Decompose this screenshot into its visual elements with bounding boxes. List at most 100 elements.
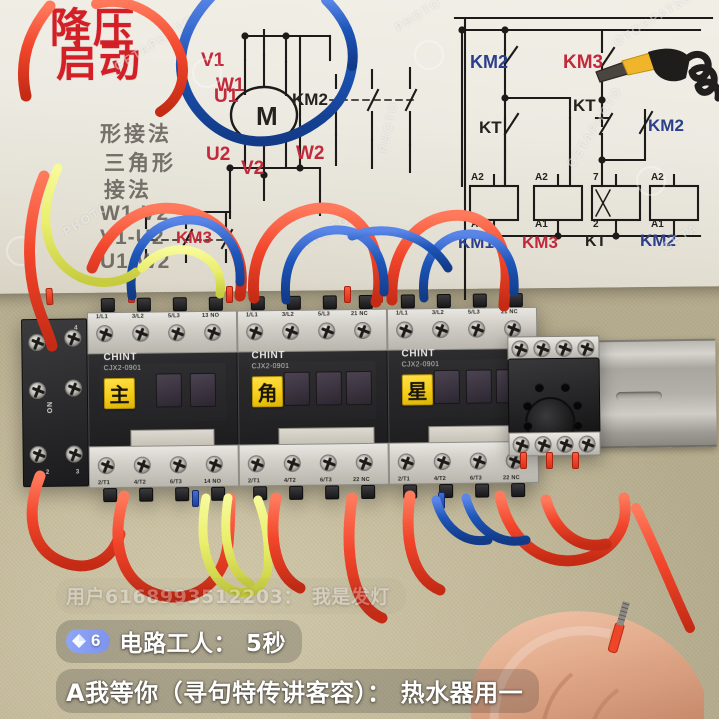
aux-screw-0[interactable] [28,333,46,352]
chat-body-2: 热水器用一 [400,679,524,707]
watermark-ring-3 [6,236,36,266]
screw-star-t0[interactable] [396,321,414,339]
term-main-t2: 5/L3 [167,313,181,320]
screw-delta-b0[interactable] [247,455,265,473]
contactor-star-brand: CHINT [401,348,436,360]
aux-screw-2[interactable] [28,381,46,400]
contactor-main-bottom-terminals[interactable]: 2/T1 4/T2 6/T3 14 NO [88,444,240,489]
aux-mark-1: 1 [44,325,48,332]
screw-star-t3[interactable] [504,320,522,338]
contactor-delta-top-terminals[interactable]: 1/L1 3/L2 5/L3 21 NC [236,308,388,353]
human-hand [470,601,704,719]
contactor-main-top-terminals[interactable]: 1/L1 3/L2 5/L3 13 NO [86,310,238,355]
screw-main-t0[interactable] [96,325,114,343]
chat-body-0: 我是发灯 [311,586,390,608]
screw-delta-t0[interactable] [246,323,264,341]
aux-label-no-top: NO [44,331,52,345]
term-main-t0: 1/L1 [95,314,109,321]
term-delta-t0: 1/L1 [245,312,259,319]
hand-palm [470,611,704,719]
chat-message-gift[interactable]: 6 电路工人： 5秒 [56,620,302,663]
handwritten-note-1: 三角形 [104,151,176,175]
screw-star-t1[interactable] [432,320,450,339]
ferrule-7 [520,452,527,469]
din-rail-slot-1 [615,391,663,402]
contactor-delta-jaw-b0 [253,486,268,501]
contactor-star-jaw-b3 [511,483,526,498]
handwritten-note-3: W1-V2 [100,202,170,225]
contactor-delta-jaw-b3 [361,484,376,500]
screw-delta-b3[interactable] [355,453,373,472]
term-star-t2: 5/L3 [467,309,481,316]
contactor-main-tag: 主 [103,377,136,410]
ferrule-8 [546,452,553,469]
aux-screw-4[interactable] [29,445,47,464]
aux-screw-5[interactable] [65,445,83,463]
contactor-star-jaw-t0 [400,294,415,309]
relay-screw-b0[interactable] [512,436,530,454]
contactor-delta-bottom-terminals[interactable]: 2/T1 4/T2 6/T3 22 NC [238,442,390,487]
contactor-delta-jaw-b1 [289,485,304,500]
aux-screw-1[interactable] [64,329,82,347]
contactor-star-tag: 星 [401,374,434,406]
contactor-main-jaw-t1 [136,297,151,312]
handwritten-note-2: 接法 [104,178,152,202]
screw-delta-t2[interactable] [318,322,336,340]
chat-body-1: 5秒 [245,631,286,657]
contactor-delta-jaw-t1 [286,295,301,310]
chat-message-faded[interactable]: 用户6168993512203： 我是发灯 [56,578,406,614]
screw-main-b0[interactable] [97,457,115,475]
contactor-main[interactable]: 1/L1 3/L2 5/L3 13 NO CHINT CJX2-0901 主 [86,293,240,507]
ferrule-0 [45,287,54,306]
screw-main-b1[interactable] [133,456,151,474]
relay-socket[interactable] [507,335,601,457]
hand-crease-0 [542,672,574,719]
relay-screw-b1[interactable] [534,436,552,454]
screw-main-t3[interactable] [204,323,222,341]
term-delta-t2: 5/L3 [317,311,331,318]
auxiliary-contact-block[interactable]: NO NO 1 4 2 3 [21,318,90,488]
term-main-b2: 6/T3 [169,479,183,486]
screw-main-t1[interactable] [132,324,150,342]
contactor-assembly[interactable]: NO NO 1 4 2 3 1/L1 3/L2 5/L3 13 NO [21,289,544,507]
term-star-t3: 21 NC [500,309,518,316]
contactor-delta[interactable]: 1/L1 3/L2 5/L3 21 NC CHINT CJX2-0901 角 [236,291,390,505]
screwdriver-probe[interactable] [594,44,719,154]
contactor-star-window-1 [465,369,493,404]
screw-star-b0[interactable] [397,453,415,471]
relay-screw-b2[interactable] [556,435,574,453]
screw-main-t2[interactable] [168,324,186,342]
screw-delta-b2[interactable] [319,454,337,472]
contactor-star-window-0 [433,369,461,405]
screw-star-b2[interactable] [469,452,487,470]
chat-message-bottom[interactable]: A我等你（寻句特传讲客容）： 热水器用一 [56,669,540,713]
relay-screw-b3[interactable] [578,435,596,453]
aux-label-no-bottom: NO [45,401,53,415]
term-delta-t1: 3/L2 [281,311,295,318]
screw-main-b3[interactable] [205,455,223,473]
term-main-t3: 13 NO [201,312,220,319]
term-star-b0: 2/T1 [397,476,411,483]
relay-screw-t0[interactable] [511,340,529,358]
relay-screw-t3[interactable] [577,339,595,357]
gem-level-count: 6 [91,631,101,650]
aux-screw-3[interactable] [64,379,82,397]
handwritten-note-5: U1-W2 [100,250,171,273]
screw-star-b1[interactable] [433,452,451,471]
screw-delta-t3[interactable] [354,321,372,340]
term-star-t0: 1/L1 [395,310,409,317]
ferrule-1 [128,286,135,303]
screw-delta-b1[interactable] [283,454,301,472]
screw-main-b2[interactable] [169,456,187,474]
term-delta-b1: 4/T2 [283,477,297,484]
contactor-delta-window-0 [283,371,311,406]
relay-screw-t2[interactable] [555,339,573,357]
handwritten-title-line2: 启动 [56,38,142,86]
term-main-b3: 14 NO [203,478,222,485]
relay-pin-2 [523,401,533,411]
relay-screw-t1[interactable] [533,340,551,358]
contactor-delta-window-2 [345,370,373,406]
screw-star-t2[interactable] [468,320,486,338]
screw-delta-t1[interactable] [282,322,300,340]
contactor-star-jaw-b0 [403,484,418,499]
